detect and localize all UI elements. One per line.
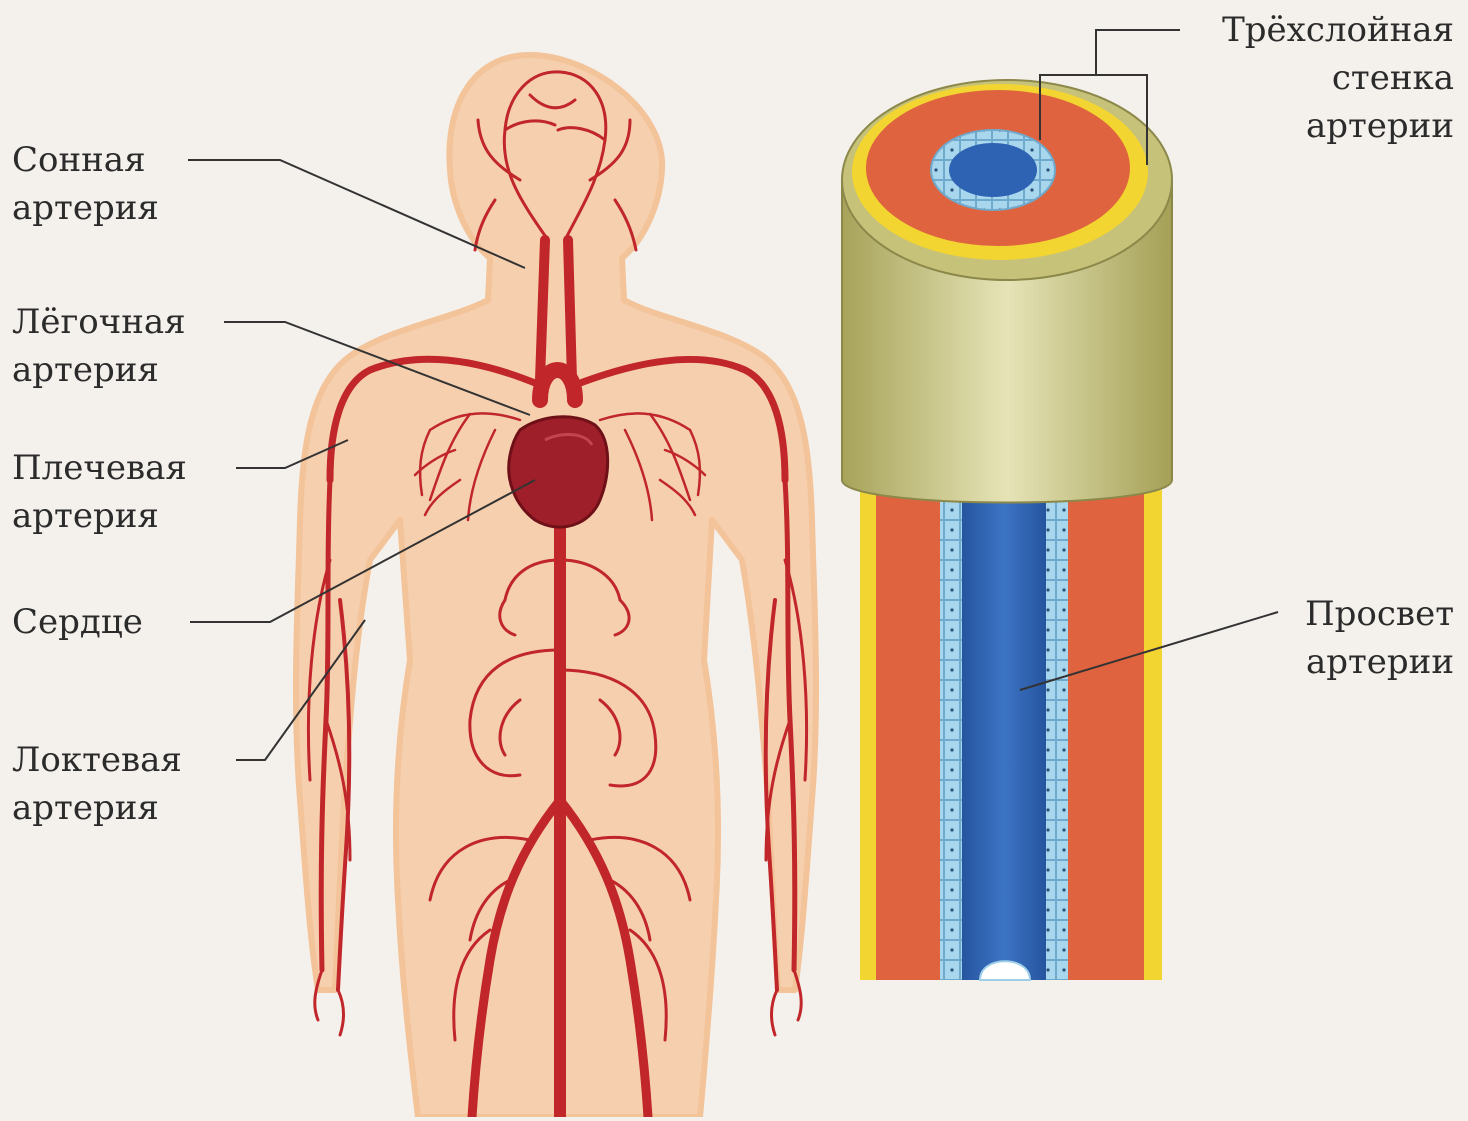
label-brachial-artery: Плечевая артерия — [12, 444, 187, 540]
label-line: Локтевая — [12, 736, 182, 784]
label-line: артерии — [1305, 638, 1454, 686]
middle-layer-right — [1068, 490, 1144, 980]
top-lumen — [949, 143, 1037, 197]
label-line: Сонная — [12, 136, 159, 184]
inner-layer-right — [1046, 490, 1068, 980]
label-line: артерия — [12, 492, 187, 540]
label-three-layer-wall: Трёхслойная стенка артерии — [1222, 6, 1454, 150]
label-line: Просвет — [1305, 590, 1454, 638]
lumen-channel — [962, 490, 1046, 980]
artery-cross-section — [842, 80, 1172, 980]
label-line: Лёгочная — [12, 298, 186, 346]
label-artery-lumen: Просвет артерии — [1305, 590, 1454, 686]
label-line: Плечевая — [12, 444, 187, 492]
elastic-layer-right — [1144, 490, 1162, 980]
label-heart: Сердце — [12, 598, 143, 646]
label-carotid-artery: Сонная артерия — [12, 136, 159, 232]
label-line: артерия — [12, 184, 159, 232]
label-ulnar-artery: Локтевая артерия — [12, 736, 182, 832]
label-line: стенка — [1222, 54, 1454, 102]
inner-layer-left — [940, 490, 962, 980]
label-pulmonary-artery: Лёгочная артерия — [12, 298, 186, 394]
elastic-layer-left — [860, 490, 876, 980]
label-line: артерии — [1222, 102, 1454, 150]
label-line: артерия — [12, 346, 186, 394]
label-line: Трёхслойная — [1222, 6, 1454, 54]
middle-layer-left — [876, 490, 940, 980]
label-line: Сердце — [12, 598, 143, 646]
label-line: артерия — [12, 784, 182, 832]
heart — [509, 417, 608, 527]
